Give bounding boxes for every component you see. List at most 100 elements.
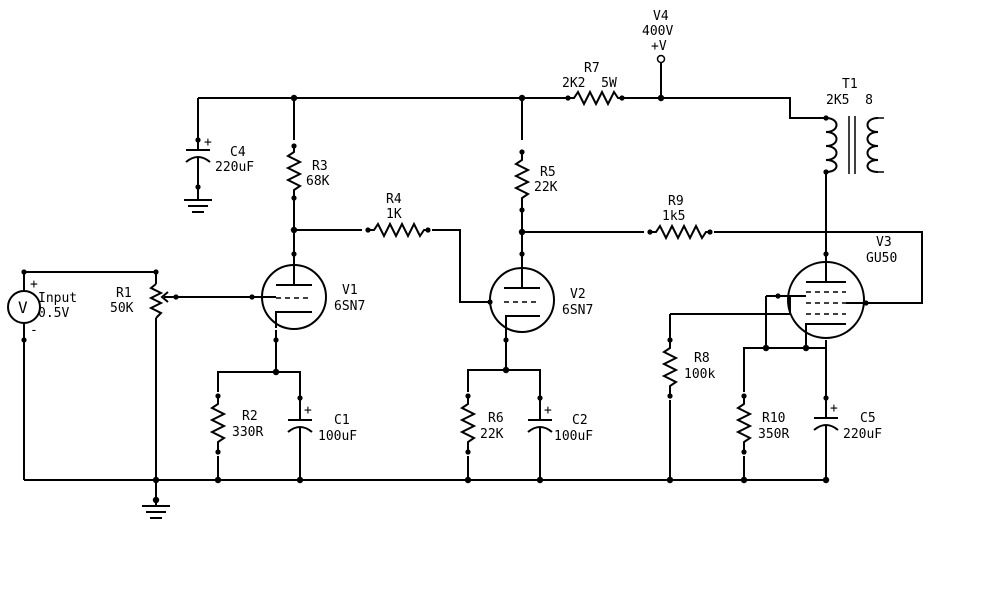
resistor-zigzag-icon — [209, 396, 227, 452]
r9-name: R9 — [668, 194, 684, 209]
input-minus-sign: - — [30, 323, 38, 338]
input-plus-sign: + — [30, 277, 38, 292]
resistor-zigzag-icon — [661, 340, 679, 396]
c1-value: 100uF — [318, 429, 357, 444]
input-value: 0.5V — [38, 306, 69, 321]
junction-dot — [822, 476, 830, 484]
junction-dot — [272, 368, 280, 376]
pin-dot — [153, 269, 159, 275]
junction-dot — [802, 344, 810, 352]
r3-name: R3 — [312, 159, 328, 174]
r8-resistor: R8 100k — [661, 340, 715, 396]
junction-dot — [518, 228, 526, 236]
r4-value: 1K — [386, 207, 402, 222]
v2-triode-tube: V2 6SN7 — [489, 254, 593, 333]
resistor-zigzag-icon — [368, 221, 428, 239]
c1-plus-sign: + — [304, 403, 312, 418]
r7-value: 2K2 5W — [562, 76, 617, 91]
c2-name: C2 — [572, 413, 588, 428]
pin-dot — [503, 337, 509, 343]
v1-value: 6SN7 — [334, 299, 365, 314]
v1-triode-tube: V1 6SN7 — [252, 254, 365, 330]
transformer-primary-coil-icon — [825, 117, 838, 173]
ground-icon — [142, 500, 170, 519]
c5-capacitor: + C5 220uF — [813, 398, 882, 442]
junction-dot — [502, 366, 510, 374]
potentiometer-icon — [148, 283, 164, 319]
r4-name: R4 — [386, 192, 402, 207]
ground-symbols — [142, 196, 212, 519]
v4-supply: V4 400V +V — [642, 9, 673, 64]
c4-capacitor: + C4 220uF — [185, 135, 254, 187]
r2-name: R2 — [242, 409, 258, 424]
junction-dot — [536, 476, 544, 484]
pin-dot — [21, 337, 27, 343]
junction-dot — [296, 476, 304, 484]
c5-value: 220uF — [843, 427, 882, 442]
r3-resistor: R3 68K — [285, 146, 330, 198]
junction-dot — [464, 476, 472, 484]
t1-transformer: T1 2K5 8 — [825, 77, 884, 174]
transformer-secondary-coil-icon — [866, 117, 879, 173]
tube-cathode-icon — [505, 315, 540, 330]
junction-dot — [290, 226, 298, 234]
r3-value: 68K — [306, 174, 330, 189]
v1-name: V1 — [342, 283, 358, 298]
v4-name: V4 — [653, 9, 669, 24]
c2-value: 100uF — [554, 429, 593, 444]
wire-v1-cathode — [217, 330, 301, 480]
c5-name: C5 — [860, 411, 876, 426]
r5-value: 22K — [534, 180, 558, 195]
r2-value: 330R — [232, 425, 263, 440]
r10-value: 350R — [758, 427, 789, 442]
r6-value: 22K — [480, 427, 504, 442]
supply-terminal-icon — [656, 54, 666, 64]
r9-resistor: R9 1k5 — [650, 194, 710, 241]
c2-plus-sign: + — [544, 403, 552, 418]
r8-value: 100k — [684, 367, 715, 382]
v2-value: 6SN7 — [562, 303, 593, 318]
tube-cathode-icon — [275, 311, 312, 328]
input-label: Input — [38, 291, 77, 306]
r4-resistor: R4 1K — [368, 192, 428, 239]
junction-dot — [762, 344, 770, 352]
v3-pentode-tube: V3 GU50 — [778, 235, 897, 339]
wire-v3-cathode — [743, 330, 827, 480]
resistor-zigzag-icon — [285, 146, 303, 198]
r6-name: R6 — [488, 411, 504, 426]
t1-name: T1 — [842, 77, 858, 92]
r1-value: 50K — [110, 301, 134, 316]
r1-potentiometer: R1 50K — [110, 283, 176, 319]
v2-name: V2 — [570, 287, 586, 302]
v3-name: V3 — [876, 235, 892, 250]
junction-dot — [657, 94, 665, 102]
c2-capacitor: + C2 100uF — [527, 398, 593, 444]
c4-name: C4 — [230, 145, 246, 160]
junction-dot — [666, 476, 674, 484]
ground-icon — [184, 196, 212, 213]
r5-resistor: R5 22K — [513, 152, 558, 210]
r7-name: R7 — [584, 61, 600, 76]
r6-resistor: R6 22K — [459, 396, 504, 452]
junction-dot — [518, 94, 526, 102]
r10-name: R10 — [762, 411, 785, 426]
voltage-source-icon — [7, 290, 41, 324]
tube-cathode-icon — [805, 323, 846, 330]
pin-dot — [21, 269, 27, 275]
v4-value: 400V — [642, 24, 673, 39]
resistor-zigzag-icon — [568, 89, 622, 107]
r9-value: 1k5 — [662, 209, 685, 224]
c1-name: C1 — [334, 413, 350, 428]
wire-v3-screen — [765, 295, 806, 348]
junction-dot — [152, 476, 160, 484]
resistor-zigzag-icon — [650, 223, 710, 241]
r5-name: R5 — [540, 165, 556, 180]
r2-resistor: R2 330R — [209, 396, 263, 452]
wire-r9 — [522, 231, 923, 304]
resistor-zigzag-icon — [513, 152, 531, 210]
wire-v2-cathode — [467, 330, 541, 480]
input-source: V + - Input 0.5V — [7, 277, 77, 338]
v4-terminal: +V — [651, 39, 667, 54]
voltage-source-symbol: V — [18, 298, 28, 317]
